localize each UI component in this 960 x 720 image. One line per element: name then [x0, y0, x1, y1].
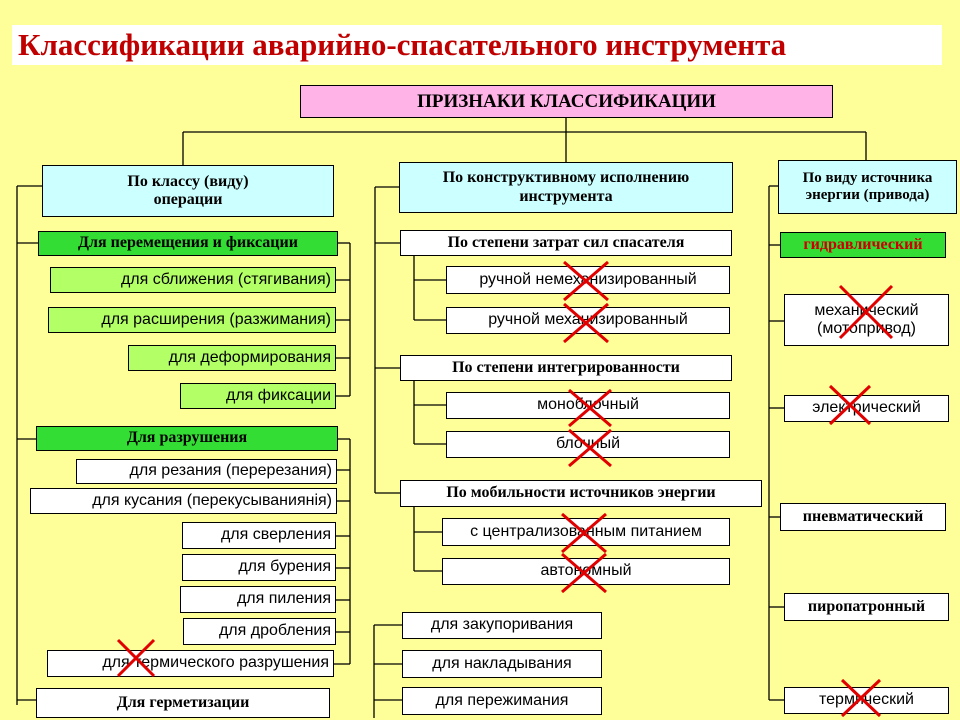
- group2-item: для сверления: [182, 522, 336, 549]
- group2-item: для кусания (перекусываниянiя): [30, 488, 337, 514]
- group1-item: для сближения (стягивания): [50, 267, 336, 293]
- cross-mark: [838, 284, 894, 340]
- group2-item: для термического разрушения: [47, 650, 334, 677]
- energy-item-mechanical-line2: (мотопривод): [817, 320, 916, 337]
- sub2-item: моноблочный: [446, 392, 730, 419]
- group3-header: Для герметизации: [36, 688, 330, 718]
- cross-mark: [561, 552, 607, 594]
- extra-item: для накладывания: [402, 650, 602, 678]
- extra-item: для пережимания: [402, 687, 602, 715]
- group2-item: для бурения: [182, 554, 336, 581]
- sub3-item: автономный: [442, 558, 730, 585]
- cross-mark: [563, 302, 609, 344]
- page-title: Классификации аварийно-спасательного инс…: [12, 25, 942, 65]
- col1-header-line2: операции: [153, 191, 223, 208]
- sub2-header: По степени интегрированности: [400, 355, 732, 381]
- col3-header-line1: По виду источника: [802, 169, 933, 186]
- cross-mark: [840, 678, 882, 718]
- group2-header: Для разрушения: [36, 426, 338, 451]
- group1-item: для расширения (разжимания): [48, 307, 336, 333]
- col2-header: По конструктивному исполнению инструмент…: [399, 162, 733, 213]
- sub1-header: По степени затрат сил спасателя: [400, 230, 732, 256]
- energy-item-hydraulic: гидравлический: [780, 232, 946, 258]
- group2-item: для резания (перерезания): [76, 459, 337, 484]
- col2-header-line1: По конструктивному исполнению: [442, 169, 690, 187]
- energy-item-mechanical: механический (мотопривод): [784, 294, 949, 346]
- cross-mark: [568, 388, 612, 428]
- energy-item-thermal: термический: [784, 687, 949, 714]
- cross-mark: [116, 638, 156, 678]
- energy-item-pyro: пиропатронный: [784, 593, 949, 621]
- group2-item: для дробления: [183, 618, 336, 645]
- cross-mark: [561, 512, 607, 554]
- cross-mark: [828, 384, 872, 426]
- col3-header-line2: энергии (привода): [805, 187, 930, 203]
- group1-item: для фиксации: [180, 383, 336, 409]
- energy-item-pneumatic: пневматический: [780, 503, 946, 531]
- sub3-header: По мобильности источников энергии: [400, 480, 762, 507]
- sub1-item: ручной немеханизированный: [446, 266, 730, 294]
- group1-header: Для перемещения и фиксации: [38, 231, 338, 256]
- extra-item: для закупоривания: [402, 612, 602, 639]
- group1-item: для деформирования: [128, 345, 336, 371]
- col2-header-line2: инструмента: [519, 187, 613, 205]
- col3-header: По виду источника энергии (привода): [778, 160, 957, 214]
- root-box: ПРИЗНАКИ КЛАССИФИКАЦИИ: [300, 85, 833, 118]
- col1-header: По классу (виду) операции: [42, 165, 334, 217]
- col1-header-line1: По классу (виду): [127, 172, 249, 190]
- group2-item: для пиления: [180, 586, 336, 613]
- cross-mark: [568, 428, 612, 468]
- cross-mark: [563, 260, 609, 302]
